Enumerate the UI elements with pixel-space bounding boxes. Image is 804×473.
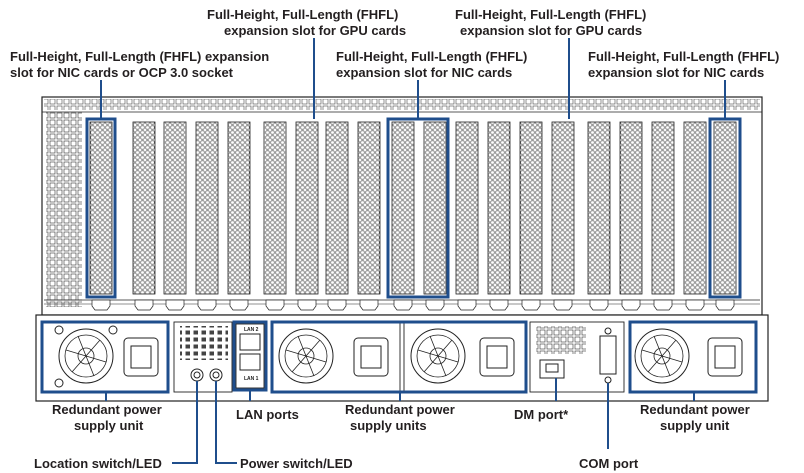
callout-line: Redundant power [52, 402, 162, 417]
callout-nic-slot-middle: Full-Height, Full-Length (FHFL) expansio… [336, 49, 531, 80]
callouts: Full-Height, Full-Length (FHFL) expansio… [10, 7, 783, 471]
io-panel [529, 321, 625, 393]
callout-line: Full-Height, Full-Length (FHFL) [455, 7, 646, 22]
leader-lines [100, 38, 726, 464]
slot-bracket[interactable] [195, 121, 219, 295]
slot-bracket[interactable] [357, 121, 381, 295]
callout-psu-right: Redundant power supply unit [640, 402, 753, 433]
slot-bracket[interactable] [487, 121, 511, 295]
expansion-slots [89, 121, 737, 295]
slot-bracket[interactable] [423, 121, 447, 295]
callout-line: expansion slot for GPU cards [460, 23, 642, 38]
callout-line: expansion slot for NIC cards [336, 65, 512, 80]
psu-middle-b[interactable] [403, 321, 527, 393]
slot-bracket[interactable] [325, 121, 349, 295]
lan2-port[interactable] [239, 333, 261, 351]
callout-gpu-slot-left: Full-Height, Full-Length (FHFL) expansio… [207, 7, 406, 38]
lan1-port[interactable] [239, 353, 261, 371]
lan2-label: LAN 2 [244, 327, 259, 333]
callout-line: Redundant power [345, 402, 455, 417]
slot-bracket[interactable] [619, 121, 643, 295]
callout-dm-port: DM port* [514, 407, 569, 422]
callout-psu-middle: Redundant power supply units [345, 402, 458, 433]
callout-location-switch: Location switch/LED [34, 456, 162, 471]
callout-line: supply unit [74, 418, 144, 433]
slot-screw-tabs [91, 299, 735, 311]
callout-line: supply units [350, 418, 427, 433]
mgmt-panel [173, 321, 233, 393]
slot-bracket[interactable] [263, 121, 287, 295]
callout-line: Full-Height, Full-Length (FHFL) [336, 49, 527, 64]
lan1-label: LAN 1 [244, 376, 259, 382]
slot-bracket[interactable] [651, 121, 675, 295]
slot-bracket[interactable] [713, 121, 737, 295]
left-vent-grid [46, 112, 82, 307]
callout-line: expansion slot for GPU cards [224, 23, 406, 38]
callout-psu-left: Redundant power supply unit [52, 402, 165, 433]
callout-line: Full-Height, Full-Length (FHFL) expansio… [10, 49, 269, 64]
slot-bracket[interactable] [132, 121, 156, 295]
slot-bracket[interactable] [587, 121, 611, 295]
slot-bracket[interactable] [455, 121, 479, 295]
slot-bracket[interactable] [163, 121, 187, 295]
callout-line: slot for NIC cards or OCP 3.0 socket [10, 65, 234, 80]
callout-line: supply unit [660, 418, 730, 433]
callout-nic-slot-right: Full-Height, Full-Length (FHFL) expansio… [588, 49, 783, 80]
callout-line: Full-Height, Full-Length (FHFL) [207, 7, 398, 22]
slot-bracket[interactable] [683, 121, 707, 295]
callout-gpu-slot-right: Full-Height, Full-Length (FHFL) expansio… [455, 7, 650, 38]
slot-bracket[interactable] [519, 121, 543, 295]
com-port[interactable] [599, 335, 617, 375]
slot-bracket[interactable] [89, 121, 113, 295]
psu-left[interactable] [41, 321, 169, 393]
callout-line: Full-Height, Full-Length (FHFL) [588, 49, 779, 64]
callout-power-switch: Power switch/LED [240, 456, 353, 471]
callout-lan-ports: LAN ports [236, 407, 299, 422]
callout-line: Redundant power [640, 402, 750, 417]
slot-bracket[interactable] [551, 121, 575, 295]
slot-bracket[interactable] [295, 121, 319, 295]
callout-com-port: COM port [579, 456, 639, 471]
slot-bracket[interactable] [227, 121, 251, 295]
callout-nic-ocp-slot: Full-Height, Full-Length (FHFL) expansio… [10, 49, 273, 80]
psu-middle-a[interactable] [271, 321, 401, 393]
lan-port-block: LAN 2 LAN 1 [235, 323, 265, 389]
slot-bracket[interactable] [391, 121, 415, 295]
callout-line: expansion slot for NIC cards [588, 65, 764, 80]
psu-right[interactable] [629, 321, 757, 393]
